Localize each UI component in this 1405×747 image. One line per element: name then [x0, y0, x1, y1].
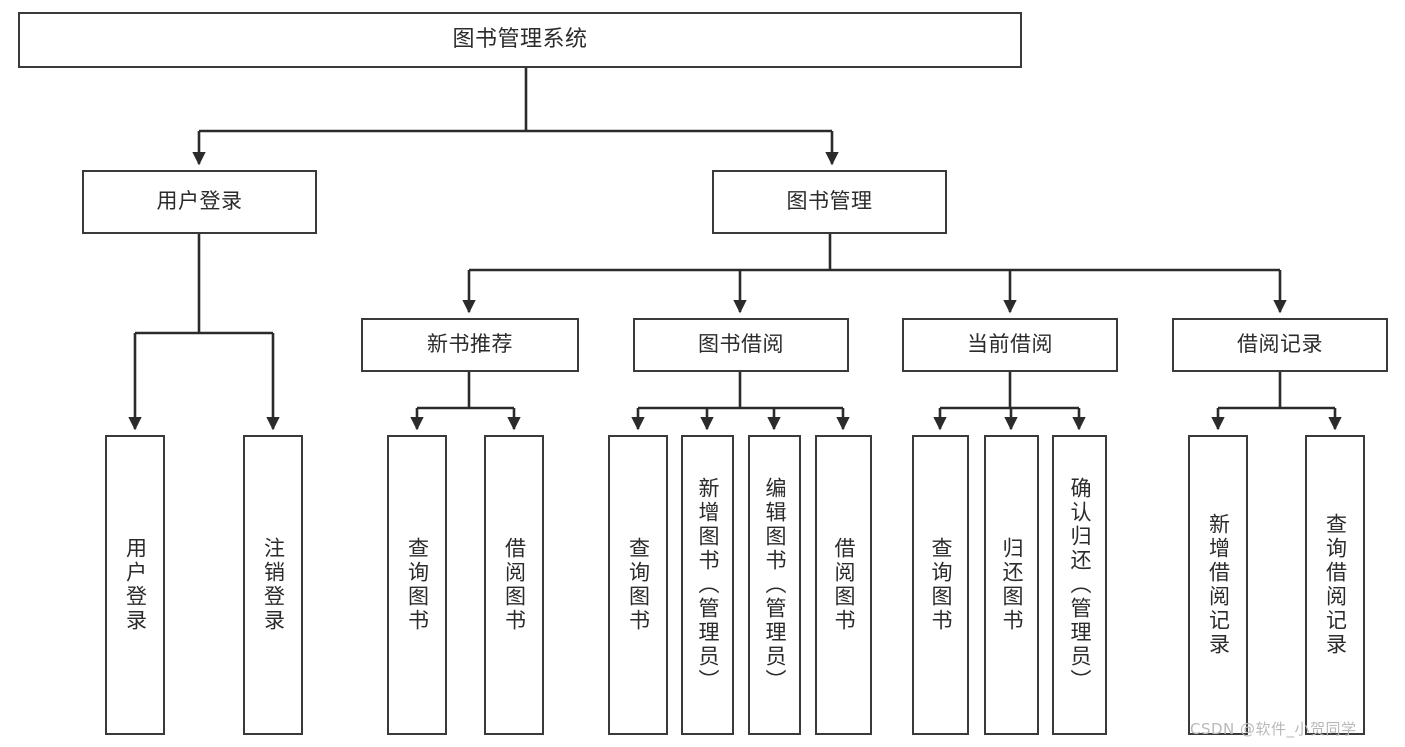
node-leaf-query-book-1[interactable]: 查询图书: [387, 435, 447, 735]
node-leaf-confirm-return-label: 确认归还（管理员）: [1068, 477, 1092, 693]
node-leaf-return-book-label: 归还图书: [1000, 537, 1024, 633]
node-leaf-query-book-3-label: 查询图书: [929, 537, 953, 633]
node-current-borrow[interactable]: 当前借阅: [902, 318, 1118, 372]
node-leaf-borrow-book-1-label: 借阅图书: [502, 537, 527, 633]
node-user-login[interactable]: 用户登录: [82, 170, 317, 234]
node-leaf-user-logout[interactable]: 注销登录: [243, 435, 303, 735]
node-leaf-borrow-book-2[interactable]: 借阅图书: [815, 435, 872, 735]
node-book-manage[interactable]: 图书管理: [712, 170, 947, 234]
node-leaf-return-book[interactable]: 归还图书: [984, 435, 1039, 735]
node-current-borrow-label: 当前借阅: [967, 332, 1053, 357]
node-root[interactable]: 图书管理系统: [18, 12, 1022, 68]
node-leaf-add-record-label: 新增借阅记录: [1206, 513, 1231, 657]
node-borrow-record-label: 借阅记录: [1237, 332, 1323, 357]
node-book-borrow-label: 图书借阅: [698, 332, 784, 357]
node-new-book-recommend[interactable]: 新书推荐: [361, 318, 579, 372]
node-leaf-user-login-label: 用户登录: [123, 537, 148, 633]
node-leaf-add-book[interactable]: 新增图书（管理员）: [681, 435, 734, 735]
node-leaf-add-record[interactable]: 新增借阅记录: [1188, 435, 1248, 735]
node-leaf-add-book-label: 新增图书（管理员）: [696, 477, 720, 693]
node-leaf-query-book-2[interactable]: 查询图书: [608, 435, 668, 735]
node-leaf-query-book-1-label: 查询图书: [405, 537, 430, 633]
csdn-watermark: CSDN @软件_小贺同学: [1190, 720, 1357, 738]
node-leaf-edit-book-label: 编辑图书（管理员）: [763, 477, 787, 693]
node-leaf-borrow-book-1[interactable]: 借阅图书: [484, 435, 544, 735]
node-leaf-query-record[interactable]: 查询借阅记录: [1305, 435, 1365, 735]
node-leaf-query-book-2-label: 查询图书: [626, 537, 651, 633]
node-book-manage-label: 图书管理: [786, 189, 873, 214]
node-root-label: 图书管理系统: [452, 26, 588, 52]
node-leaf-query-book-3[interactable]: 查询图书: [912, 435, 969, 735]
node-leaf-confirm-return[interactable]: 确认归还（管理员）: [1052, 435, 1107, 735]
node-leaf-user-logout-label: 注销登录: [261, 537, 286, 633]
node-book-borrow[interactable]: 图书借阅: [633, 318, 849, 372]
node-borrow-record[interactable]: 借阅记录: [1172, 318, 1388, 372]
node-leaf-user-login[interactable]: 用户登录: [105, 435, 165, 735]
node-user-login-label: 用户登录: [156, 189, 243, 214]
node-leaf-borrow-book-2-label: 借阅图书: [832, 537, 856, 633]
node-leaf-query-record-label: 查询借阅记录: [1323, 513, 1348, 657]
node-new-book-recommend-label: 新书推荐: [427, 332, 513, 357]
node-leaf-edit-book[interactable]: 编辑图书（管理员）: [748, 435, 801, 735]
